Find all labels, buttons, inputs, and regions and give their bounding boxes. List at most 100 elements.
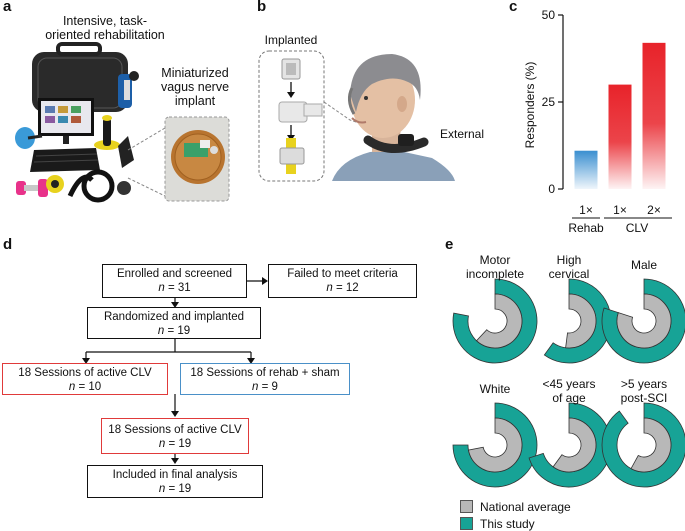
study-ring [452,402,538,488]
legend-label-national: National average [480,500,571,514]
panel-label-c: c [509,0,518,15]
suitcase-icon [32,42,128,112]
implant-component-2-icon [278,101,323,123]
n-symbol: n [158,438,166,450]
arrow-down-icon [171,302,179,308]
n-symbol: n [157,325,165,337]
panel-label-e: e [445,236,454,253]
panel-label-d: d [3,236,13,253]
study-ring [601,402,685,488]
x-tick-label: 1× [613,203,627,217]
ring-label: Male [630,258,657,272]
monitor-icon [38,98,94,144]
neck-device-icon [363,134,429,153]
implant-component-1-icon [281,58,301,80]
panel-label-b: b [257,0,267,15]
bar [574,150,598,189]
phone-icon [118,136,134,168]
implanted-label: Implanted [264,33,318,47]
arrow-down-icon [171,458,179,464]
eq-sign: = [164,282,178,294]
bar [642,42,666,190]
active2-n: 19 [178,438,192,450]
eq-sign: = [164,325,178,337]
active-clv-box: 18 Sessions of active CLV n = 10 [2,363,168,395]
wheel-device-icon [67,169,131,203]
national-ring [565,293,597,349]
keyboard-icon [30,148,100,172]
x-tick-label: 1× [579,203,593,217]
group-label: Rehab [568,221,604,235]
ring-label: >5 years post-SCI [620,377,668,405]
sham-title: 18 Sessions of rehab + sham [190,367,340,379]
final-title: Included in final analysis [112,469,238,481]
grip-device-icon [118,71,139,108]
eq-sign: = [332,282,346,294]
national-ring [616,293,672,349]
arrow-down-icon [287,92,295,98]
implant-label: Miniaturized vagus nerve implant [160,66,230,108]
bar [608,84,632,189]
randomized-title: Randomized and implanted [103,311,244,323]
study-ring [601,278,685,364]
active2-title: 18 Sessions of active CLV [108,424,242,436]
enrolled-n: 31 [177,282,191,294]
study-ring [452,278,538,364]
y-tick-label: 25 [542,95,556,109]
legend-label-study: This study [480,517,535,531]
final-n: 19 [178,483,192,495]
enrolled-box: Enrolled and screened n = 31 [102,264,247,298]
y-tick-label: 50 [542,8,556,22]
eq-sign: = [75,381,89,393]
eq-sign: = [165,438,179,450]
study-ring [543,278,612,364]
group-label: CLV [626,221,648,235]
national-ring [630,417,672,473]
ring-label: High cervical [548,253,590,281]
enrolled-title: Enrolled and screened [116,268,233,280]
n-symbol: n [158,282,165,294]
eq-sign: = [258,381,272,393]
implant-component-3-icon [279,138,305,174]
national-ring [468,417,523,473]
arrow-down-icon [82,358,90,364]
panel-label-a: a [3,0,12,15]
active-title: 18 Sessions of active CLV [18,367,152,379]
national-ring [552,417,597,473]
national-ring [475,293,523,349]
legend-swatch-study [460,517,473,530]
person-illustration [332,54,455,181]
arrow-down-icon [247,358,255,364]
rehab-sham-box: 18 Sessions of rehab + sham n = 9 [180,363,350,395]
rehab-title: Intensive, task- oriented rehabilitation [45,14,165,42]
ring-label: Motor incomplete [465,253,525,281]
failed-n: 12 [345,282,359,294]
n-symbol: n [252,381,259,393]
n-symbol: n [326,282,333,294]
final-analysis-box: Included in final analysis n = 19 [87,465,263,498]
dumbbell-icon [16,179,48,197]
eq-sign: = [165,483,179,495]
active-n: 10 [88,381,102,393]
randomized-n: 19 [177,325,191,337]
legend-swatch-national [460,500,473,513]
failed-box: Failed to meet criteria n = 12 [268,264,417,298]
arrow-down-icon [171,411,179,417]
blue-disc-icon [15,127,35,149]
ring-label: White [479,382,511,396]
n-symbol: n [158,483,166,495]
arrow-right-icon [262,277,268,285]
external-label: External [439,127,485,141]
implant-photo [164,116,230,202]
n-symbol: n [68,381,76,393]
ring-label: <45 years of age [542,377,596,405]
failed-title: Failed to meet criteria [287,268,398,280]
active-clv-all-box: 18 Sessions of active CLV n = 19 [101,418,249,454]
randomized-box: Randomized and implanted n = 19 [87,307,261,339]
study-ring [528,402,612,488]
y-tick-label: 0 [548,182,555,196]
